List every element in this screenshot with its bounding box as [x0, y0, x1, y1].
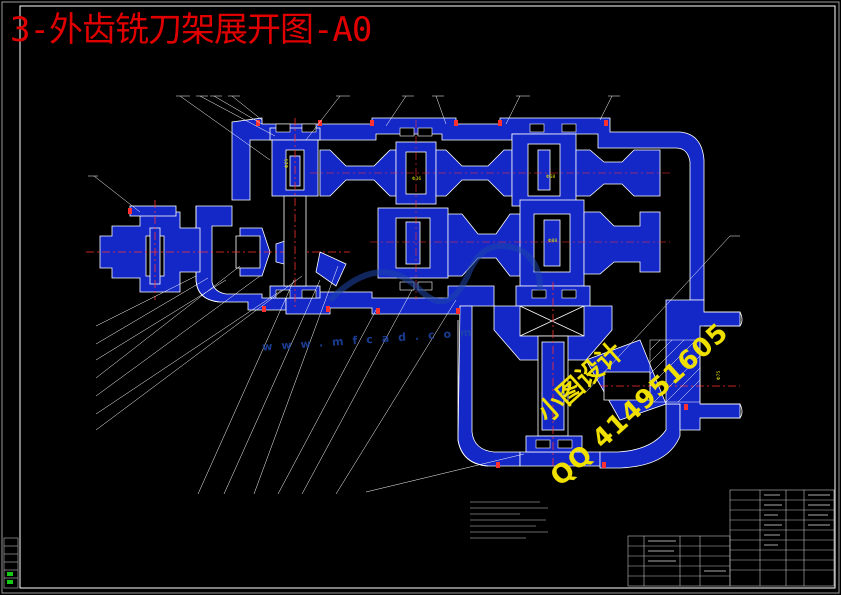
inner-frame: [19, 5, 836, 589]
dim-d4: Φ88: [548, 238, 557, 244]
leader-lines: [93, 95, 731, 495]
title-block-text-lines: [648, 494, 830, 572]
bearings: [275, 123, 577, 449]
gear-center-lines: [310, 120, 670, 300]
leader-ticks: [88, 95, 740, 237]
housing-contour: [195, 206, 743, 467]
drawing-title: 3-外齿铣刀架展开图-A0: [10, 10, 372, 50]
dim-d2: Φ36: [412, 176, 421, 182]
technical-notes: [470, 501, 548, 539]
left-margin-strip: [3, 537, 19, 589]
dimension-labels: Φ25 Φ36 Φ58 Φ88 Φ75: [284, 159, 722, 380]
input-coupling: [86, 200, 201, 300]
bevel-gear-pair-left: [200, 227, 350, 287]
gear-train-lower: [377, 199, 661, 287]
dim-d1: Φ25: [284, 159, 290, 168]
dim-d3: Φ58: [546, 174, 555, 180]
right-output-shaft: [649, 339, 701, 403]
title-block: [627, 489, 835, 587]
watermark-swoosh: [327, 243, 543, 305]
bolt-markers: [128, 120, 688, 468]
dim-d5: Φ75: [716, 371, 722, 380]
